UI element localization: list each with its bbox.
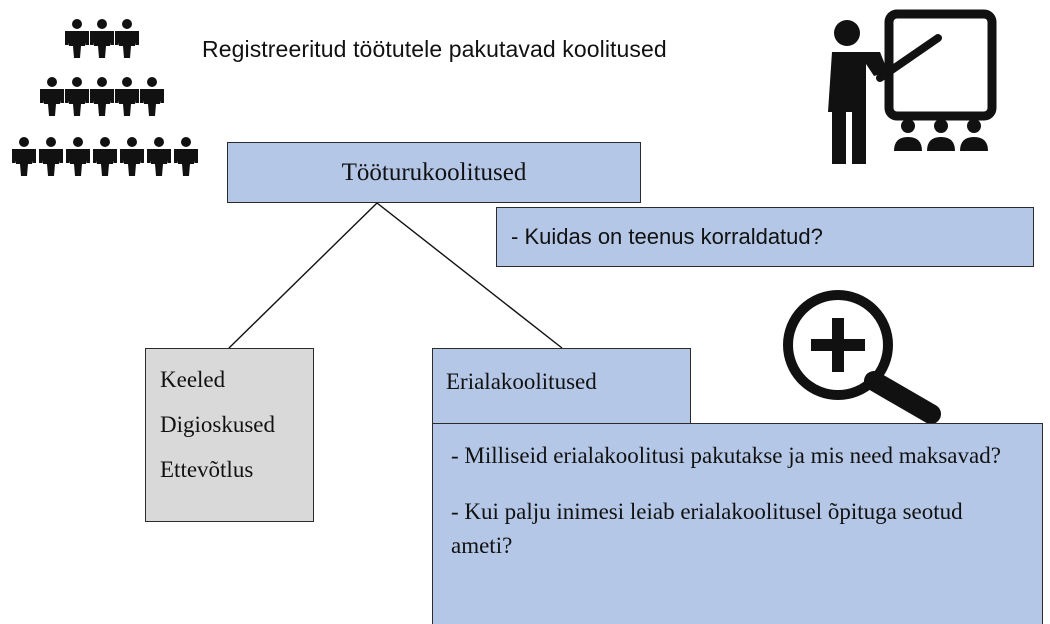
page-title: Registreeritud töötutele pakutavad kooli…: [202, 36, 667, 62]
branch-item-keeled: Keeled: [160, 367, 226, 392]
left-branch-box: Keeled Digioskused Ettevõtlus: [145, 348, 314, 522]
branch-item-digioskused: Digioskused: [160, 412, 275, 437]
right-branch-box: Erialakoolitused: [432, 348, 691, 426]
main-question-text: - Kuidas on teenus korraldatud?: [511, 224, 823, 249]
main-node-label: Tööturukoolitused: [341, 158, 527, 186]
branch-item-ettevotlus: Ettevõtlus: [160, 457, 254, 482]
main-node-box: Tööturukoolitused: [227, 142, 641, 203]
right-branch-questions-box: - Milliseid erialakoolitusi pakutakse ja…: [432, 423, 1043, 624]
question-item: - Kui palju inimesi leiab erialakoolitus…: [451, 499, 963, 558]
question-item: - Milliseid erialakoolitusi pakutakse ja…: [451, 443, 1001, 468]
connector-right: [376, 202, 563, 349]
main-question-box: - Kuidas on teenus korraldatud?: [496, 207, 1034, 267]
connector-left: [228, 202, 378, 349]
right-branch-label: Erialakoolitused: [446, 369, 597, 394]
